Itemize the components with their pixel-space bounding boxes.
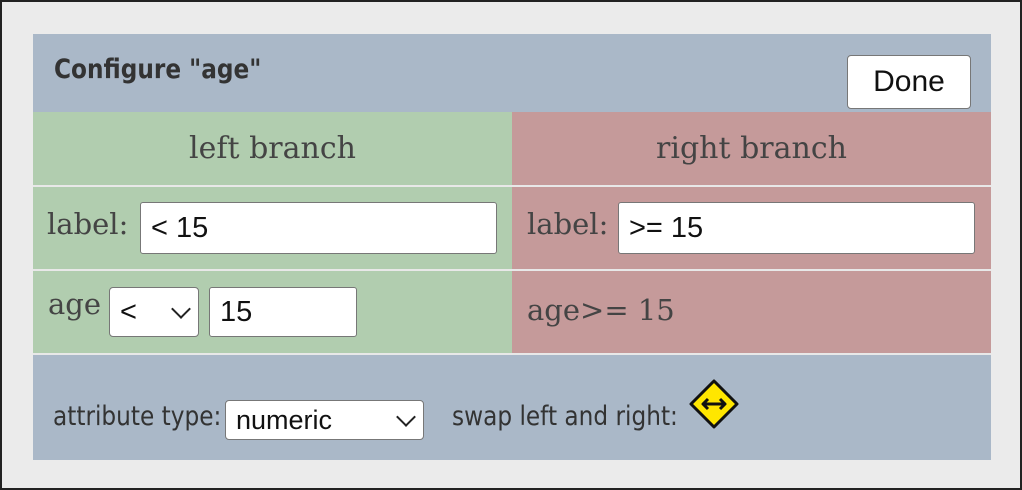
right-condition-text: age>= 15	[527, 293, 675, 327]
dialog-title: Configure "age"	[54, 54, 262, 85]
left-label-input[interactable]	[140, 202, 497, 254]
operator-select-value: <	[120, 295, 137, 328]
right-label-prefix: label:	[527, 207, 609, 241]
dialog-header: Configure "age" Done	[33, 34, 991, 112]
done-button[interactable]: Done	[847, 55, 971, 109]
attribute-type-select[interactable]: numeric	[225, 400, 424, 440]
left-condition-row: age <	[33, 271, 512, 353]
attribute-type-value: numeric	[236, 404, 333, 435]
right-label-row: label:	[512, 187, 991, 269]
operator-select[interactable]: <	[109, 287, 199, 337]
left-branch-heading: left branch	[33, 112, 512, 185]
divider	[33, 353, 991, 355]
right-branch-heading: right branch	[512, 112, 991, 185]
right-condition-row: age>= 15	[512, 271, 991, 353]
chevron-down-icon	[396, 407, 416, 427]
left-label-prefix: label:	[47, 207, 129, 241]
left-label-row: label:	[33, 187, 512, 269]
left-attribute-name: age	[48, 287, 102, 321]
divider	[33, 269, 991, 271]
threshold-input[interactable]	[209, 287, 357, 337]
right-label-input[interactable]	[618, 202, 975, 254]
configure-dialog: Configure "age" Done left branch right b…	[33, 34, 991, 460]
chevron-down-icon	[171, 299, 191, 319]
swap-horizontal-icon[interactable]	[689, 379, 739, 429]
swap-label: swap left and right:	[452, 401, 678, 432]
attribute-type-label: attribute type:	[53, 401, 222, 432]
divider	[33, 185, 991, 187]
